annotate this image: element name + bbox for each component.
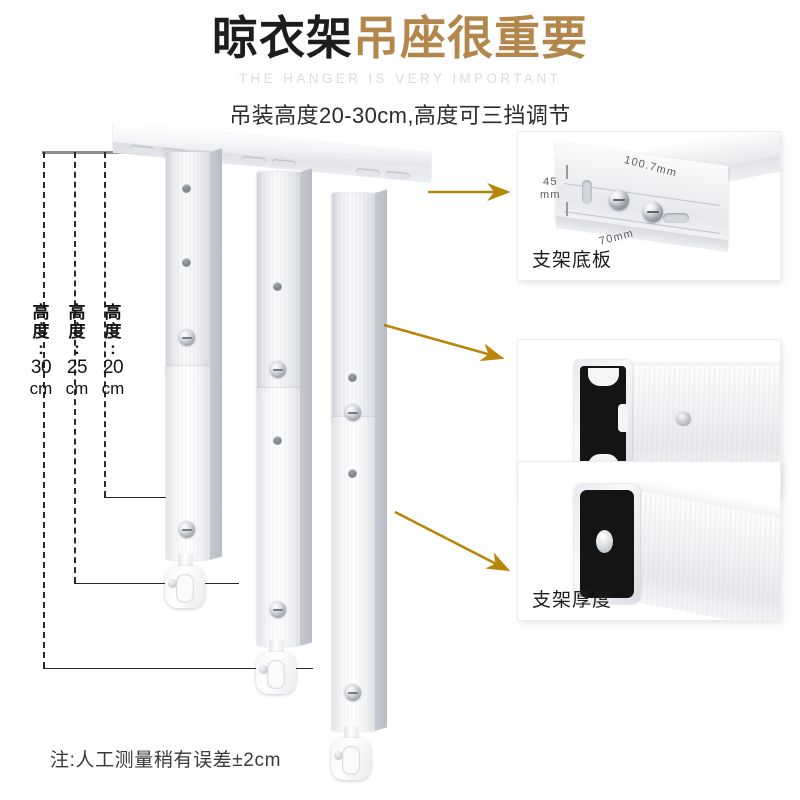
bracket-column-25cm xyxy=(257,168,312,646)
adjust-hole xyxy=(348,373,357,382)
measurement-note: 注:人工测量稍有误差±2cm xyxy=(50,750,282,771)
dimension-45mm-unit: mm xyxy=(540,189,561,201)
tube-top-face xyxy=(630,360,780,365)
lock-screw xyxy=(270,602,286,618)
height-tick-bottom xyxy=(566,202,568,216)
tube-body xyxy=(630,362,780,476)
height-label-text: 高度 xyxy=(68,303,86,341)
height-label-colon: : xyxy=(38,339,44,358)
ring-rivet xyxy=(259,665,268,674)
bracket-side-face xyxy=(210,148,222,560)
ring-hollow xyxy=(176,574,194,603)
adjust-hole xyxy=(182,258,191,267)
tube-fixing-screw xyxy=(676,412,691,426)
mounting-screw xyxy=(643,202,663,222)
height-label-unit: cm xyxy=(65,379,89,398)
ring-rivet xyxy=(334,751,343,760)
height-label-unit: cm xyxy=(29,379,53,398)
height-label-30cm: 高度 : 30 cm xyxy=(26,303,56,398)
panel-caption-thickness-tube: 支架厚度 xyxy=(532,590,613,611)
adjust-hole xyxy=(348,469,357,478)
ring-rivet xyxy=(168,579,177,588)
ring-hollow xyxy=(267,660,285,689)
tube-side-notch xyxy=(618,404,628,432)
height-label-25cm: 高度 : 25 cm xyxy=(62,303,92,398)
height-label-value: 25 xyxy=(66,357,88,378)
height-tick-top xyxy=(566,165,568,179)
bracket-column-30cm xyxy=(166,148,222,560)
mounting-slot xyxy=(663,213,689,223)
detail-panel-thickness-tube[interactable]: 支架厚度 xyxy=(518,462,780,620)
lock-screw xyxy=(270,362,286,378)
header-description: 吊装高度20-30cm,高度可三挡调节 xyxy=(229,102,571,128)
hanger-ring-20cm xyxy=(329,726,373,780)
bracket-side-face xyxy=(300,168,312,646)
mounting-slot xyxy=(582,180,592,204)
bracket-inner-segment xyxy=(332,417,375,731)
page-title: 晾衣架吊座很重要 xyxy=(0,0,800,64)
tube-channel-notch xyxy=(588,368,619,386)
bracket-outer-segment xyxy=(332,193,375,423)
dimension-dash-line-30cm xyxy=(43,152,45,668)
tube-center-hole xyxy=(596,530,613,553)
lock-screw xyxy=(179,330,195,346)
base-plate-photo: 45 mm 100.7mm 70mm xyxy=(518,132,780,280)
bracket-side-face xyxy=(375,189,387,731)
adjust-hole xyxy=(273,436,282,445)
lock-screw xyxy=(179,522,195,538)
dimension-dash-line-25cm xyxy=(74,152,76,583)
dimension-45mm: 45 mm xyxy=(540,176,561,202)
detail-panel-base-plate[interactable]: 45 mm 100.7mm 70mm 支架底板 xyxy=(518,132,780,280)
bracket-profile-photo xyxy=(518,340,780,495)
title-black-part: 晾衣架 xyxy=(212,12,353,64)
adjust-hole xyxy=(182,184,191,193)
height-label-colon: : xyxy=(74,339,80,358)
bracket-column-20cm xyxy=(332,189,387,731)
panel-caption-base-plate: 支架底板 xyxy=(532,250,613,271)
lock-screw xyxy=(345,685,361,701)
header: 晾衣架吊座很重要 THE HANGER IS VERY IMPORTANT 吊装… xyxy=(0,0,800,130)
dimension-45mm-value: 45 xyxy=(543,176,558,188)
hanger-ring-30cm xyxy=(163,554,207,608)
adjust-hole xyxy=(273,282,282,291)
main-product-photo xyxy=(100,121,431,780)
title-accent-part: 吊座很重要 xyxy=(353,12,588,64)
bracket-tube-photo xyxy=(518,462,780,620)
ring-hollow xyxy=(342,746,360,775)
height-label-text: 高度 xyxy=(32,303,50,341)
hanger-ring-25cm xyxy=(254,640,298,694)
height-label-value: 30 xyxy=(30,357,52,378)
mounting-screw xyxy=(609,190,629,210)
lock-screw xyxy=(345,405,361,421)
subtitle-english: THE HANGER IS VERY IMPORTANT xyxy=(238,70,562,86)
